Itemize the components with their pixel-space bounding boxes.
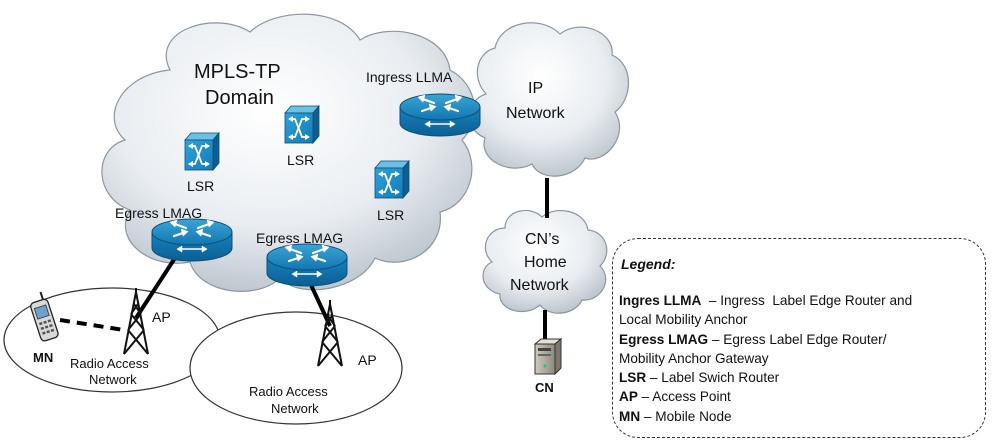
legend-desc: – Egress Label Edge Router/: [708, 331, 887, 347]
legend-row: Ingres LLMA – Ingress Label Edge Router …: [619, 291, 977, 310]
home-network-label-line1: CN’s: [525, 231, 559, 248]
ip-network-label-line1: IP: [528, 80, 543, 97]
legend-term: LSR: [619, 370, 647, 386]
ap-right-label: AP: [358, 352, 377, 368]
legend-list: Ingres LLMA – Ingress Label Edge Router …: [619, 291, 977, 426]
ran-right-label-line1: Radio Access: [249, 384, 328, 399]
legend-row: MN – Mobile Node: [619, 407, 977, 426]
legend-desc: Mobility Anchor Gateway: [619, 350, 769, 366]
lsr-left-label: LSR: [187, 178, 214, 194]
mpls-domain-label-line2: Domain: [205, 87, 274, 109]
ran-right-label-line2: Network: [271, 401, 319, 416]
lsr-right-label: LSR: [377, 207, 404, 223]
mpls-domain-label-line1: MPLS-TP: [194, 61, 281, 83]
link-lmag-left-ap: [134, 256, 177, 320]
legend-row: Egress LMAG – Egress Label Edge Router/: [619, 330, 977, 349]
mobile-phone-icon: [30, 291, 59, 342]
ingress-llma-router: [398, 92, 482, 138]
lsr-left-switch: [184, 132, 220, 171]
legend-row: Local Mobility Anchor: [619, 310, 977, 329]
legend-desc: – Label Swich Router: [646, 370, 780, 386]
legend-desc: Local Mobility Anchor: [619, 312, 748, 328]
ap-left-label: AP: [152, 309, 171, 325]
legend-desc: – Mobile Node: [640, 408, 732, 424]
egress-lmag-right-label: Egress LMAG: [256, 230, 343, 246]
home-network-cloud: [482, 209, 608, 314]
ingress-llma-label: Ingress LLMA: [366, 69, 453, 85]
home-network-label-line2: Home: [524, 254, 567, 271]
egress-lmag-left-label: Egress LMAG: [115, 205, 202, 221]
lsr-top-switch: [284, 105, 320, 144]
legend-row: AP – Access Point: [619, 387, 977, 406]
egress-lmag-left-router: [150, 217, 234, 263]
lsr-top-label: LSR: [287, 152, 314, 168]
ran-left-label-line1: Radio Access: [70, 356, 149, 371]
legend-term: AP: [619, 389, 638, 405]
legend-term: MN: [619, 408, 641, 424]
legend-term: Ingres LLMA: [619, 293, 702, 308]
legend-desc: – Access Point: [637, 389, 731, 405]
mn-label: MN: [33, 350, 53, 365]
cn-server-icon: [533, 337, 563, 376]
cn-label: CN: [535, 380, 554, 395]
legend-row: LSR – Label Swich Router: [619, 368, 977, 387]
legend-box: Legend: Ingres LLMA – Ingress Label Edge…: [612, 238, 986, 438]
home-network-label-line3: Network: [510, 277, 570, 294]
lsr-right-switch: [374, 160, 410, 199]
ip-network-cloud: [468, 22, 630, 177]
radio-access-network-right: [189, 311, 403, 425]
legend-term: Egress LMAG: [619, 331, 709, 347]
wireless-link-mn-ap: [59, 318, 125, 332]
egress-lmag-right-router: [265, 242, 349, 288]
legend-row: Mobility Anchor Gateway: [619, 349, 977, 368]
ran-left-label-line2: Network: [89, 372, 137, 387]
legend-desc: – Ingress Label Edge Router and: [701, 293, 913, 308]
ip-network-label-line2: Network: [506, 105, 566, 122]
legend-title: Legend:: [621, 256, 676, 272]
